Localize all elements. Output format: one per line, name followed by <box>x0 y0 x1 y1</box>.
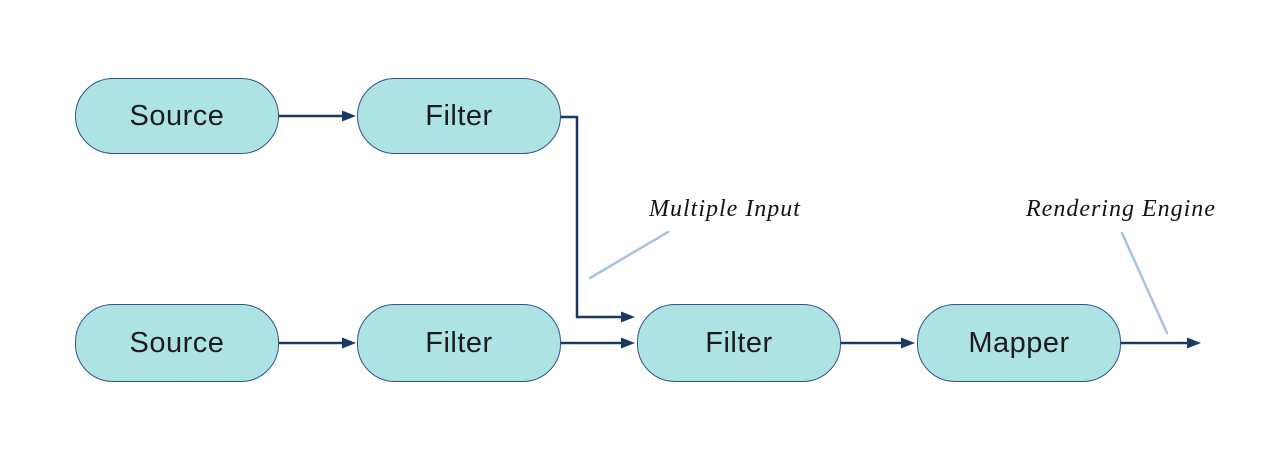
edge-filter1-filter3 <box>559 115 635 323</box>
rendering-engine-callout-line <box>1120 231 1169 335</box>
node-filter-3[interactable]: Filter <box>637 304 841 382</box>
node-label-filter-2: Filter <box>425 326 493 359</box>
annotation-multiple-input: Multiple Input <box>649 196 801 222</box>
node-filter-1[interactable]: Filter <box>357 78 561 154</box>
node-mapper[interactable]: Mapper <box>917 304 1121 382</box>
node-label-filter-1: Filter <box>425 99 493 132</box>
node-source-1[interactable]: Source <box>75 78 279 154</box>
node-label-filter-3: Filter <box>705 326 773 359</box>
node-label-mapper: Mapper <box>968 326 1070 359</box>
annotation-rendering-engine: Rendering Engine <box>1026 196 1216 222</box>
multiple-input-callout-line <box>588 230 670 280</box>
node-label-source-2: Source <box>129 326 225 359</box>
node-filter-2[interactable]: Filter <box>357 304 561 382</box>
node-label-source-1: Source <box>129 99 225 132</box>
node-source-2[interactable]: Source <box>75 304 279 382</box>
